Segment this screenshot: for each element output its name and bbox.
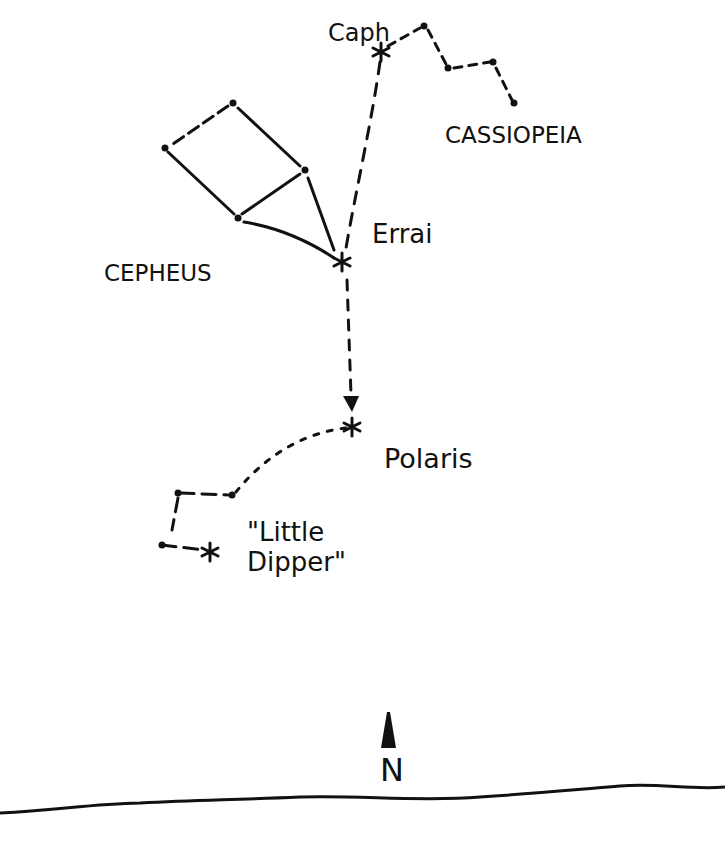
dipper-handle — [236, 428, 346, 492]
cassiopeia-lines — [388, 28, 512, 100]
north-arrow — [381, 712, 396, 748]
star-label: CASSIOPEIA — [445, 122, 582, 148]
cepheus-lines — [168, 108, 334, 258]
cepheus-line — [170, 106, 228, 146]
constellation-lines — [162, 28, 512, 550]
star-label: Caph — [328, 20, 390, 48]
horizon-line — [0, 785, 725, 813]
star-asterisks — [202, 43, 389, 561]
star-label: N — [380, 752, 404, 789]
star-label: CEPHEUS — [104, 260, 212, 286]
star-dots — [159, 23, 518, 549]
pointer-line — [347, 280, 351, 395]
star-label: Polaris — [384, 443, 473, 474]
arrowhead — [343, 396, 359, 412]
star-label: Errai — [372, 220, 433, 250]
dipper-bowl — [162, 493, 228, 550]
star-label: "Little Dipper" — [247, 518, 387, 578]
